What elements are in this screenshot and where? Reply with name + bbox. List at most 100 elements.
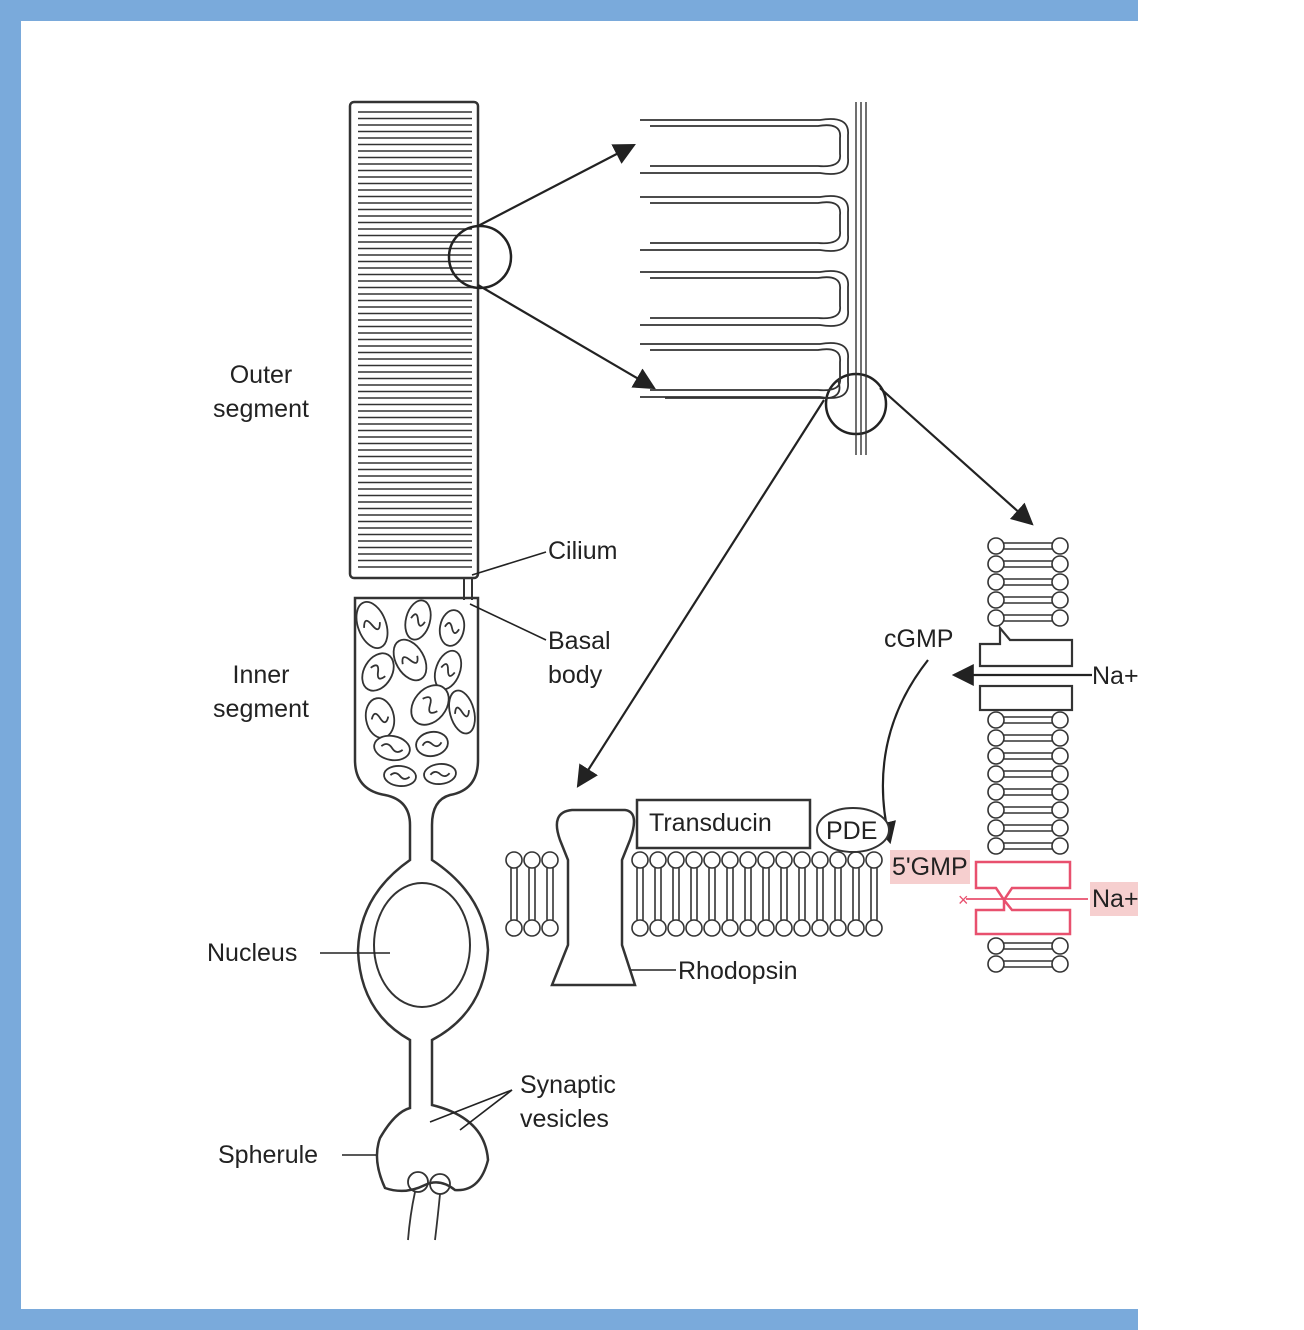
disc-fold	[640, 195, 849, 252]
label-pde: PDE	[826, 817, 878, 845]
lipid-head	[775, 919, 793, 937]
mitochondrion	[415, 730, 449, 758]
mitochondria	[355, 599, 476, 787]
lipid-head	[1051, 591, 1069, 609]
lipid-head	[829, 919, 847, 937]
channel-closed: ×	[958, 860, 1088, 936]
lipid-head	[987, 765, 1005, 783]
lipid-head	[1051, 555, 1069, 573]
mitochondrion	[410, 684, 450, 726]
lipid-head	[847, 919, 865, 937]
plasma-membrane-bilayer	[987, 537, 1069, 973]
label-nucleus: Nucleus	[207, 939, 298, 967]
lipid-head	[757, 919, 775, 937]
lipid-head	[865, 919, 883, 937]
plasma-membrane-lines	[855, 102, 867, 455]
lipid-head	[685, 919, 703, 937]
mitochondrion	[448, 689, 476, 735]
label-cilium: Cilium	[548, 537, 618, 565]
lipid-head	[721, 851, 739, 869]
lipid-head	[811, 851, 829, 869]
lipid-head	[505, 851, 523, 869]
lipid-head	[739, 919, 757, 937]
lipid-head	[987, 747, 1005, 765]
lipid-head	[865, 851, 883, 869]
lipid-head	[505, 919, 523, 937]
label-5gmp: 5'GMP	[890, 850, 970, 884]
label-spherule: Spherule	[218, 1141, 319, 1169]
rhodopsin-protein	[550, 808, 637, 987]
disc-fold-inner	[650, 124, 841, 168]
lipid-head	[631, 851, 649, 869]
lipid-head	[721, 919, 739, 937]
lipid-head	[541, 851, 559, 869]
lipid-head	[775, 851, 793, 869]
outer-segment	[348, 100, 480, 580]
disc-fold-inner	[650, 348, 841, 392]
mitochondrion	[404, 599, 432, 641]
lipid-head	[987, 729, 1005, 747]
lipid-head	[811, 919, 829, 937]
lipid-head	[987, 937, 1005, 955]
disc-membrane-bilayer	[505, 851, 883, 937]
lipid-head	[987, 573, 1005, 591]
lipid-head	[1051, 609, 1069, 627]
lipid-head	[685, 851, 703, 869]
lipid-head	[1051, 837, 1069, 855]
lipid-head	[667, 851, 685, 869]
lipid-head	[987, 555, 1005, 573]
disc-fold-inner	[650, 276, 841, 320]
channel-open	[978, 624, 1074, 712]
lipid-head	[1051, 537, 1069, 555]
mitochondrion	[373, 734, 411, 762]
lipid-head	[649, 919, 667, 937]
mitochondrion	[355, 601, 389, 649]
mitochondrion	[392, 638, 428, 682]
cilium	[463, 578, 473, 600]
mitochondrion	[383, 765, 417, 787]
lipid-head	[1051, 937, 1069, 955]
lipid-head	[667, 919, 685, 937]
lipid-head	[793, 919, 811, 937]
lipid-head	[523, 851, 541, 869]
lipid-head	[1051, 765, 1069, 783]
label-na-top: Na+	[1092, 662, 1138, 690]
lipid-head	[987, 711, 1005, 729]
lipid-head	[541, 919, 559, 937]
lipid-head	[649, 851, 667, 869]
mitochondrion	[364, 697, 396, 739]
magnify-circle-discs	[447, 224, 513, 290]
lipid-head	[1051, 729, 1069, 747]
lipid-head	[793, 851, 811, 869]
mitochondrion	[438, 609, 466, 647]
pde-oval	[816, 807, 890, 853]
transducin-box	[635, 798, 812, 850]
lipid-head	[987, 537, 1005, 555]
lipid-head	[1051, 801, 1069, 819]
lipid-head	[523, 919, 541, 937]
disc-fold	[640, 118, 849, 175]
label-na-bottom: Na+	[1090, 882, 1138, 916]
disc-fold-bottom	[665, 379, 841, 400]
lipid-head	[987, 955, 1005, 973]
lipid-head	[987, 819, 1005, 837]
lipid-head	[1051, 783, 1069, 801]
callout-arrows	[477, 143, 1092, 845]
lipid-head	[1051, 819, 1069, 837]
lipid-head	[987, 783, 1005, 801]
lipid-head	[1051, 747, 1069, 765]
diagram-frame	[0, 0, 1138, 1330]
label-cgmp: cGMP	[884, 625, 954, 653]
lipid-head	[703, 919, 721, 937]
svg-text:×: ×	[958, 890, 969, 910]
label-rhodopsin: Rhodopsin	[678, 957, 798, 985]
lipid-head	[987, 591, 1005, 609]
lipid-head	[987, 801, 1005, 819]
mitochondrion	[423, 763, 457, 785]
lipid-head	[987, 837, 1005, 855]
